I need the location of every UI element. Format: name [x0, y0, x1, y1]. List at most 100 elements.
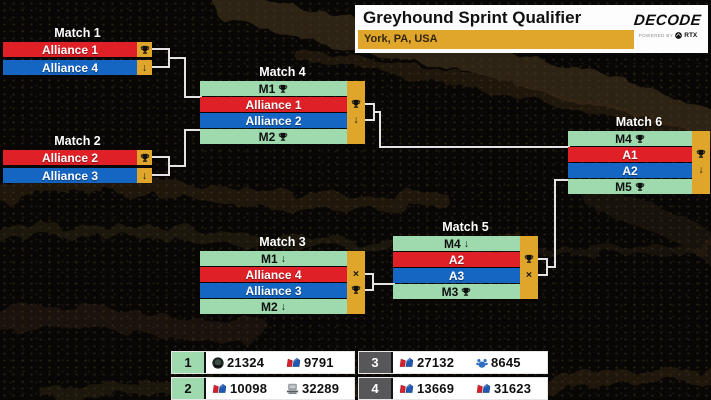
first-redblue-logo: [286, 357, 301, 368]
first-redblue-logo: [399, 357, 414, 368]
slot-label: M4: [615, 131, 632, 146]
down-arrow-icon: ↓: [141, 169, 148, 182]
team-number: 8645: [491, 355, 521, 370]
alliance-seed-number: 3: [359, 352, 393, 373]
slot-label: Alliance 4: [245, 267, 302, 282]
trophy-icon: [140, 153, 150, 163]
slot-label: Alliance 1: [41, 42, 99, 57]
result-indicator: [347, 285, 365, 295]
match-title: Match 4: [259, 65, 306, 79]
slot-label: A2: [448, 252, 465, 267]
dark-circle-logo: [212, 356, 224, 369]
alliance-seed-number: 2: [172, 378, 206, 399]
first-redblue-logo: [212, 383, 227, 394]
gray-robot-logo: [286, 383, 299, 395]
team-number: 10098: [230, 381, 268, 396]
decode-logo: DECODE: [633, 12, 703, 29]
alliance-seed-row: 4 13669 31623: [358, 377, 548, 400]
match-row-line: Alliance 3↓: [3, 168, 152, 183]
first-redblue-logo: [476, 383, 491, 394]
slot-label: M2: [261, 299, 278, 314]
event-header: Greyhound Sprint Qualifier York, PA, USA…: [355, 5, 708, 53]
rtx-circle-icon: [675, 32, 683, 39]
match-title: Match 1: [54, 26, 101, 40]
sponsor-label: RTX: [684, 32, 698, 39]
first-redblue-logo: [399, 383, 414, 394]
match-row-line: Alliance 2: [3, 150, 152, 165]
result-indicator: [692, 149, 710, 159]
trophy-icon: [351, 99, 361, 109]
source-slot-row: M4↓: [393, 236, 520, 251]
trophy-icon: [635, 182, 645, 192]
slot-label: Alliance 3: [245, 283, 302, 298]
slot-label: M2: [258, 129, 276, 144]
slot-label: M1: [258, 81, 276, 96]
down-arrow-icon: ↓: [463, 237, 469, 250]
alliance-row: A2: [568, 163, 692, 178]
team-entry: 31623: [470, 381, 547, 396]
source-slot-row: M4: [568, 131, 692, 146]
result-square: [137, 42, 152, 57]
match-title: Match 3: [259, 235, 306, 249]
alliance-seed-number: 1: [172, 352, 206, 373]
slot-label: M5: [615, 179, 632, 194]
alliance-row: A3: [393, 268, 520, 283]
result-indicator: [520, 254, 538, 264]
team-number: 27132: [417, 355, 455, 370]
trophy-icon: [524, 254, 534, 264]
result-indicator: ×: [520, 269, 538, 281]
alliance-seed-number: 4: [359, 378, 393, 399]
powered-by-label: POWERED BY: [638, 33, 674, 38]
match-row-line: Alliance 1: [3, 42, 152, 57]
source-slot-row: M1↓: [200, 251, 347, 266]
down-arrow-icon: ↓: [141, 61, 148, 74]
source-slot-row: M3: [393, 284, 520, 299]
team-entry: 21324: [206, 355, 280, 370]
result-indicator: ×: [347, 268, 365, 280]
x-mark-icon: ×: [352, 268, 360, 280]
trophy-icon: [351, 285, 361, 295]
trophy-icon: [278, 84, 288, 94]
alliance-row: A2: [393, 252, 520, 267]
down-arrow-icon: ↓: [280, 300, 286, 313]
slot-label: Alliance 2: [245, 113, 302, 128]
alliance-row: Alliance 3: [200, 283, 347, 298]
slot-label: A1: [622, 147, 638, 162]
match-title: Match 2: [54, 134, 101, 148]
source-slot-row: M2: [200, 129, 347, 144]
team-entry: 27132: [393, 355, 470, 370]
result-column: ↓: [692, 131, 710, 194]
result-column: ×: [347, 251, 365, 314]
match-title: Match 5: [442, 220, 489, 234]
team-entry: 13669: [393, 381, 470, 396]
alliance-row: Alliance 1: [3, 42, 137, 57]
match-row-line: Alliance 4 ↓: [3, 60, 152, 75]
slot-label: M3: [441, 284, 459, 299]
team-number: 13669: [417, 381, 455, 396]
slot-label: Alliance 2: [41, 150, 99, 165]
result-column: ↓: [347, 81, 365, 144]
slot-label: Alliance 1: [245, 97, 302, 112]
slot-label: Alliance 4: [41, 60, 99, 75]
trophy-icon: [140, 45, 150, 55]
x-mark-icon: ×: [525, 269, 533, 281]
trophy-icon: [696, 149, 706, 159]
down-arrow-icon: ↓: [280, 252, 286, 265]
result-indicator: ↓: [347, 115, 365, 126]
alliance-teams: 27132 8645: [393, 352, 547, 373]
source-slot-row: M2↓: [200, 299, 347, 314]
slot-label: M1: [261, 251, 278, 266]
alliance-seed-row: 3 27132 8645: [358, 351, 548, 374]
team-number: 31623: [494, 381, 532, 396]
result-square: ↓: [137, 60, 152, 75]
alliance-row: Alliance 4: [200, 267, 347, 282]
alliance-teams: 13669 31623: [393, 378, 547, 399]
slot-label: A2: [622, 163, 638, 178]
result-indicator: ↓: [692, 165, 710, 176]
slot-label: M4: [444, 236, 461, 251]
